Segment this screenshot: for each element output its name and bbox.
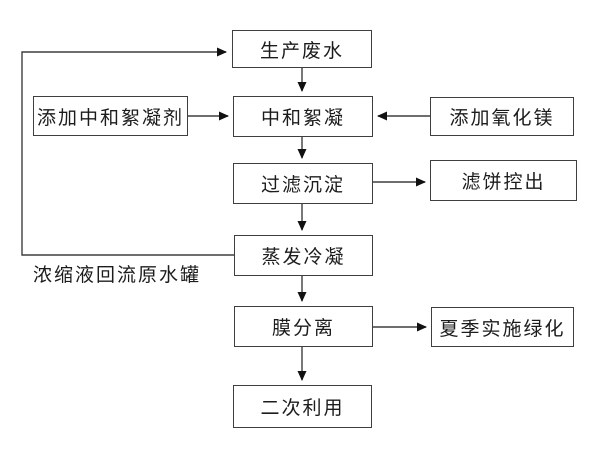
node-filter-cake-discharge: 滤饼控出	[430, 160, 577, 201]
node-evaporation-condensation: 蒸发冷凝	[234, 235, 373, 276]
node-summer-greening: 夏季实施绿化	[431, 307, 574, 347]
label-concentrate-return: 浓缩液回流原水罐	[33, 264, 202, 286]
node-production-wastewater: 生产废水	[232, 30, 372, 68]
arrow-concentrate-recycle-loop	[21, 47, 234, 256]
node-neutralization-flocculation: 中和絮凝	[233, 96, 373, 137]
node-add-magnesium-oxide: 添加氧化镁	[430, 97, 574, 136]
node-secondary-use: 二次利用	[233, 385, 372, 428]
node-add-neutralizing-flocculant: 添加中和絮凝剂	[33, 96, 188, 136]
node-membrane-separation: 膜分离	[234, 306, 373, 347]
node-filtration-sedimentation: 过滤沉淀	[233, 163, 373, 204]
